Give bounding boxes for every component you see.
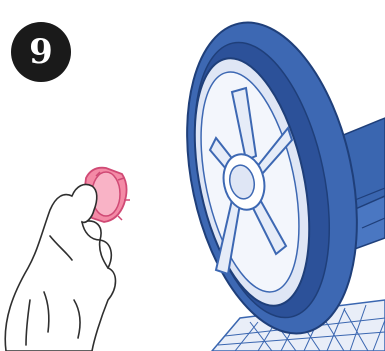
wheel	[161, 7, 383, 349]
